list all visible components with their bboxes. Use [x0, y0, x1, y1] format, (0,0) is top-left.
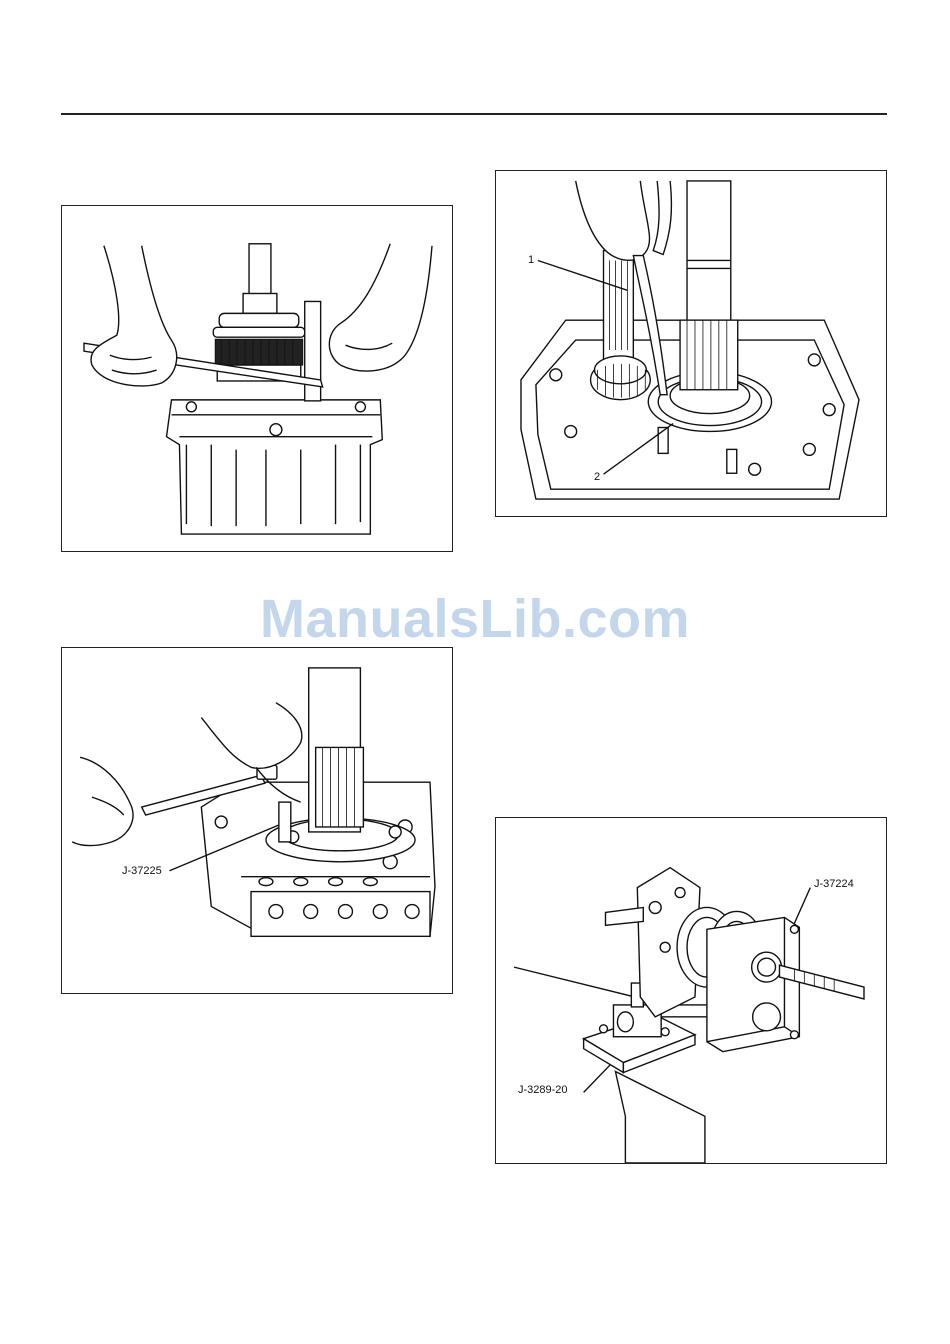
callout-j-37225: J-37225	[122, 865, 162, 877]
figure-gear-removal	[61, 205, 453, 552]
callout-leader-j37224	[794, 888, 810, 924]
figure-countershaft-snap-ring: 1 2	[495, 170, 887, 517]
gear-removal-illustration	[62, 206, 452, 551]
watermark-text: ManualsLib.com	[0, 588, 950, 650]
header-rule	[61, 113, 887, 115]
callout-leader-j328920	[584, 1065, 611, 1093]
callout-1: 1	[528, 254, 534, 266]
callout-2: 2	[594, 471, 600, 483]
holding-fixture-illustration	[496, 818, 886, 1163]
callout-j-37224: J-37224	[814, 878, 854, 890]
retainer-bolts-illustration	[62, 648, 452, 993]
countershaft-illustration	[496, 171, 886, 516]
figure-holding-fixture: J-37224 J-3289-20	[495, 817, 887, 1164]
callout-j-3289-20: J-3289-20	[518, 1084, 568, 1096]
figure-bearing-retainer-bolts: J-37225	[61, 647, 453, 994]
